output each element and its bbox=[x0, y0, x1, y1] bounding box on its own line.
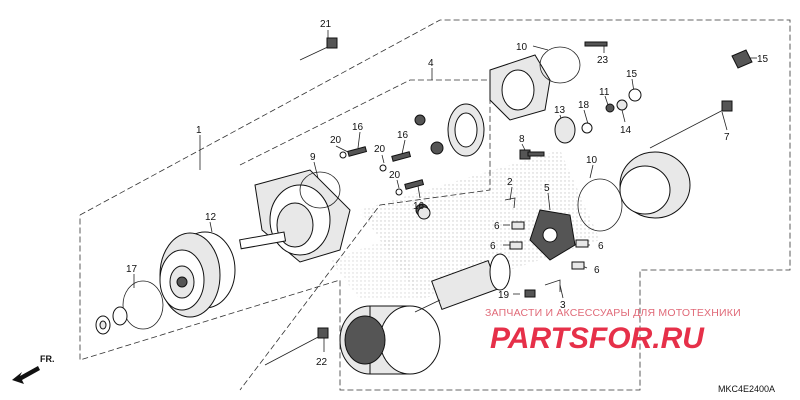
diagram-code: MKC4E2400A bbox=[718, 384, 775, 394]
callout-4: 4 bbox=[428, 58, 434, 69]
callout-15b: 15 bbox=[626, 69, 638, 80]
part-planetary-housing-9 bbox=[239, 169, 351, 263]
callout-16b: 16 bbox=[397, 130, 409, 141]
callout-5: 5 bbox=[544, 183, 550, 194]
callout-13: 13 bbox=[554, 105, 566, 116]
callout-8: 8 bbox=[519, 134, 525, 145]
callout-2: 2 bbox=[507, 177, 513, 188]
callout-9: 9 bbox=[310, 152, 316, 163]
part-bolts-16-20 bbox=[339, 146, 425, 196]
part-yoke-10 bbox=[339, 305, 441, 375]
part-front-cover-12 bbox=[159, 231, 236, 318]
callout-6b: 6 bbox=[490, 241, 496, 252]
watermark-tagline: ЗАПЧАСТИ И АКСЕССУАРЫ ДЛЯ МОТОТЕХНИКИ bbox=[485, 307, 741, 319]
part-o-ring-17 bbox=[122, 280, 164, 330]
callout-labels: 1 2 3 4 5 6 6 6 6 7 8 9 10 10 11 12 13 1… bbox=[126, 19, 769, 368]
callout-7: 7 bbox=[724, 132, 730, 143]
watermark: ЗАПЧАСТИ И АКСЕССУАРЫ ДЛЯ МОТОТЕХНИКИ PA… bbox=[485, 307, 741, 355]
front-arrow: FR. bbox=[12, 354, 55, 384]
callout-10b: 10 bbox=[586, 155, 598, 166]
part-armature-3 bbox=[414, 253, 511, 313]
front-label: FR. bbox=[40, 354, 55, 364]
callout-6a: 6 bbox=[494, 221, 500, 232]
callout-1: 1 bbox=[196, 125, 202, 136]
part-washers-front bbox=[95, 306, 128, 335]
callout-21: 21 bbox=[320, 19, 332, 30]
group-outlines bbox=[79, 19, 791, 391]
part-long-bolts-7-21-22 bbox=[264, 37, 733, 366]
callout-16a: 16 bbox=[352, 122, 364, 133]
callout-23: 23 bbox=[597, 55, 609, 66]
callout-20a: 20 bbox=[330, 135, 342, 146]
callout-18: 18 bbox=[578, 100, 590, 111]
part-springs-6 bbox=[509, 221, 589, 270]
callout-6c: 6 bbox=[598, 241, 604, 252]
callout-15a: 15 bbox=[757, 54, 769, 65]
callout-10a: 10 bbox=[516, 42, 528, 53]
callout-20c: 20 bbox=[389, 170, 401, 181]
callout-17: 17 bbox=[126, 264, 138, 275]
part-brush-holder-5 bbox=[529, 209, 576, 261]
callout-19: 19 bbox=[498, 290, 510, 301]
watermark-logo: PARTSFOR.RU bbox=[490, 322, 705, 355]
callout-12: 12 bbox=[205, 212, 217, 223]
callout-22: 22 bbox=[316, 357, 328, 368]
part-rear-cover bbox=[489, 46, 581, 121]
callout-3: 3 bbox=[560, 300, 566, 311]
callout-11: 11 bbox=[599, 87, 610, 98]
part-small-parts bbox=[504, 41, 753, 298]
callout-16c: 16 bbox=[413, 201, 425, 212]
watermark-pattern bbox=[330, 150, 600, 300]
callout-6d: 6 bbox=[594, 265, 600, 276]
part-gears-4 bbox=[414, 103, 485, 220]
callout-20b: 20 bbox=[374, 144, 386, 155]
callout-14: 14 bbox=[620, 125, 632, 136]
part-rear-housing bbox=[577, 151, 691, 232]
